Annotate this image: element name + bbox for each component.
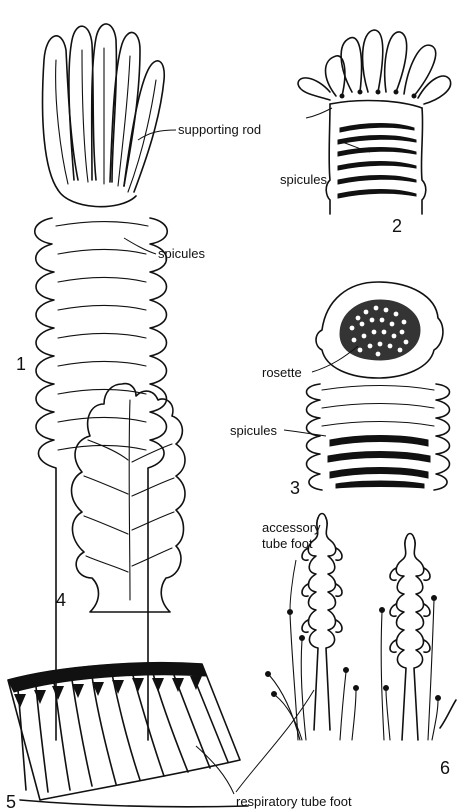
figure-6-number: 6 — [440, 758, 450, 778]
respiratory-tube-foot-leader-b — [196, 746, 234, 794]
figure-6-accessory-tube-feet — [266, 596, 457, 741]
figure-6-label-accessory: accessory — [262, 520, 321, 535]
figure-3-number: 3 — [290, 478, 300, 498]
figure-1-label-spicules: spicules — [158, 246, 205, 261]
figure-5-gill-fan: 5 — [6, 663, 248, 812]
figure-2-tube-foot: spicules 2 — [280, 30, 451, 236]
figure-2-number: 2 — [392, 216, 402, 236]
figure-3-label-spicules: spicules — [230, 423, 277, 438]
figure-3-label-rosette: rosette — [262, 365, 302, 380]
figure-2-column — [326, 101, 426, 214]
figure-4-outline — [72, 384, 186, 612]
figure-1-spicules-leader — [124, 238, 156, 254]
label-respiratory-tube-foot: respiratory tube foot — [236, 794, 352, 809]
figure-6-accessory-leader — [290, 560, 296, 610]
figure-2-label-spicules: spicules — [280, 172, 327, 187]
figure-3-tube-foot: rosette spicules 3 — [230, 282, 450, 498]
figure-6-tube-feet: accessory tube foot 6 — [262, 514, 456, 779]
figure-2-crown — [298, 30, 451, 104]
figure-5-number: 5 — [6, 792, 16, 812]
respiratory-tube-foot-leader-a — [236, 690, 314, 792]
figure-3-column — [307, 384, 450, 490]
figure-6-right-lobe — [390, 534, 430, 741]
figure-1-supporting-rod-leader — [138, 130, 176, 140]
figure-1-tube-foot: supporting rod spicules 1 — [16, 24, 261, 740]
figure-1-crown — [43, 24, 165, 207]
figure-6-label-tube-foot: tube foot — [262, 536, 313, 551]
figure-3-disc — [316, 282, 443, 378]
figure-2-supporting-rod-leader — [306, 108, 332, 118]
figure-3-spicules-leader — [284, 430, 326, 436]
figure-1-label-supporting-rod: supporting rod — [178, 122, 261, 137]
figure-1-number: 1 — [16, 354, 26, 374]
figure-1-column — [35, 218, 168, 740]
figure-4-number: 4 — [56, 590, 66, 610]
